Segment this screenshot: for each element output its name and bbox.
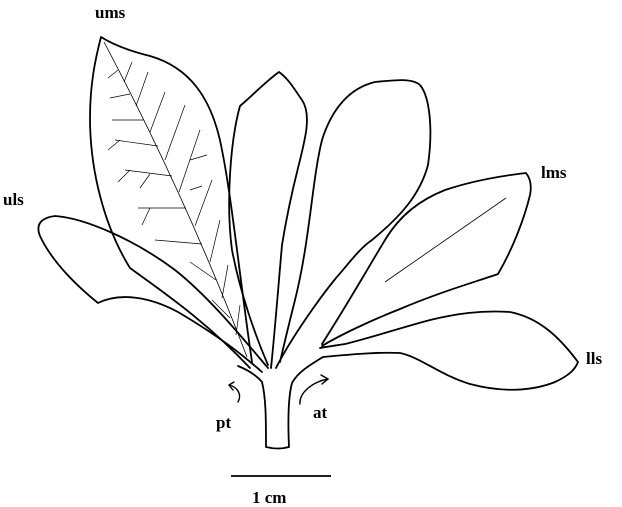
scale-bar-label: 1 cm [252,488,286,507]
label-uls: uls [3,190,24,209]
petiole-stalk [238,357,323,449]
label-ums: ums [95,3,126,22]
upper-lateral-segment [38,216,268,372]
central-segment [229,72,307,368]
label-pt: pt [216,413,231,432]
label-lms: lms [541,163,567,182]
label-lls: lls [586,349,602,368]
upper-median-segment [90,37,252,368]
label-at: at [313,403,328,422]
inner-right-segment [276,80,430,368]
lower-lateral-segment [320,311,578,389]
